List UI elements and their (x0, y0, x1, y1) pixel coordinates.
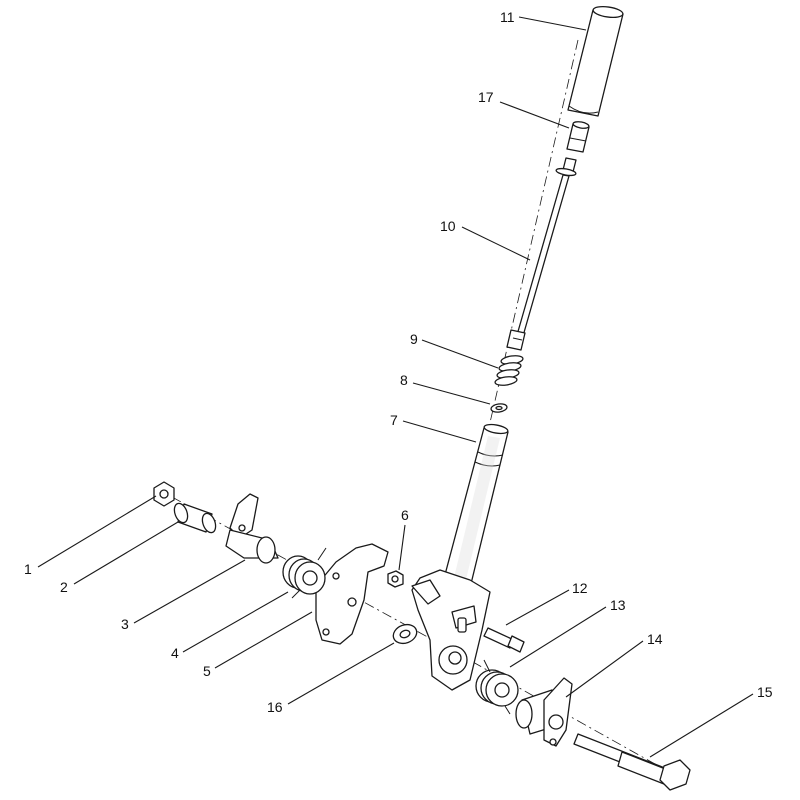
callout-14: 14 (647, 631, 663, 647)
part-11-handle-grip (567, 5, 624, 117)
leader-3 (133, 559, 246, 624)
part-3-link-plate (225, 493, 279, 564)
callout-1: 1 (24, 561, 32, 577)
part-7-tube (441, 423, 509, 593)
leader-17 (499, 101, 570, 129)
leader-12 (505, 589, 570, 626)
part-10-shift-rod (506, 167, 577, 351)
leader-1 (37, 495, 157, 568)
leader-8 (412, 382, 491, 405)
lever-bracket (411, 569, 491, 691)
callout-8: 8 (400, 372, 408, 388)
part-14-link-plate (515, 677, 573, 747)
leader-14 (565, 640, 644, 698)
callout-13: 13 (610, 597, 626, 613)
callout-16: 16 (267, 699, 283, 715)
leader-13 (509, 606, 607, 668)
callout-3: 3 (121, 616, 129, 632)
callout-5: 5 (203, 663, 211, 679)
part-6-nut (387, 570, 404, 588)
leader-7 (402, 420, 477, 443)
leader-6 (398, 524, 406, 571)
leader-5 (214, 611, 313, 669)
leader-16 (287, 642, 395, 705)
assembly-axis-lines (171, 39, 681, 779)
callout-6: 6 (401, 507, 409, 523)
callout-4: 4 (171, 645, 179, 661)
leader-2 (73, 521, 179, 585)
callout-11: 11 (500, 9, 515, 25)
part-5-bracket-plate (315, 543, 389, 645)
callout-12: 12 (572, 580, 588, 596)
leader-9 (421, 339, 499, 369)
leader-10 (461, 226, 531, 261)
callout-15: 15 (757, 684, 773, 700)
part-13-torsion-spring (475, 659, 519, 715)
callout-2: 2 (60, 579, 68, 595)
part-9-spring (494, 355, 524, 386)
part-16-washer (392, 623, 418, 645)
callout-17: 17 (478, 89, 494, 105)
callout-labels: 11 17 10 9 8 7 6 1 2 3 4 5 16 12 13 14 1… (24, 9, 773, 715)
leader-11 (518, 16, 587, 31)
part-1-nut (153, 481, 175, 507)
callout-10: 10 (440, 218, 456, 234)
callout-7: 7 (390, 412, 398, 428)
leader-15 (649, 693, 754, 758)
part-12-bolt (483, 627, 525, 653)
leader-4 (182, 591, 289, 653)
part-2-spacer (173, 502, 217, 534)
part-15-long-bolt (573, 733, 691, 791)
part-4-torsion-spring (282, 547, 327, 599)
part-8-washer (490, 403, 508, 413)
callout-9: 9 (410, 331, 418, 347)
part-17-bushing (566, 121, 590, 153)
leader-lines (37, 16, 754, 758)
